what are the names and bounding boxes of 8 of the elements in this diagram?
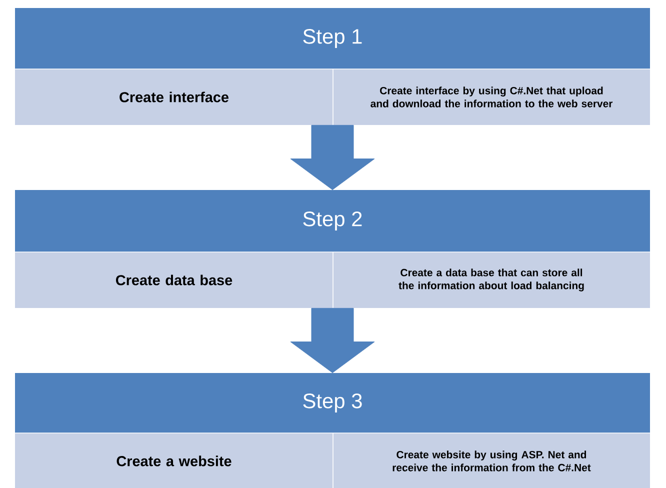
step-description: Create a data base that can store all the information about load balancing (398, 268, 584, 292)
step-description: Create website by using ASP. Net and receive the information from the C#.Net (392, 450, 591, 472)
step-description: Create interface by using C#.Net that upload and download the information to the web server (370, 86, 613, 108)
block-arrow (290, 308, 375, 374)
block-arrow (290, 124, 375, 190)
step-title: Create a website (116, 456, 232, 466)
step-title: Create interface (120, 92, 228, 102)
step-title: Create data base (116, 274, 232, 286)
